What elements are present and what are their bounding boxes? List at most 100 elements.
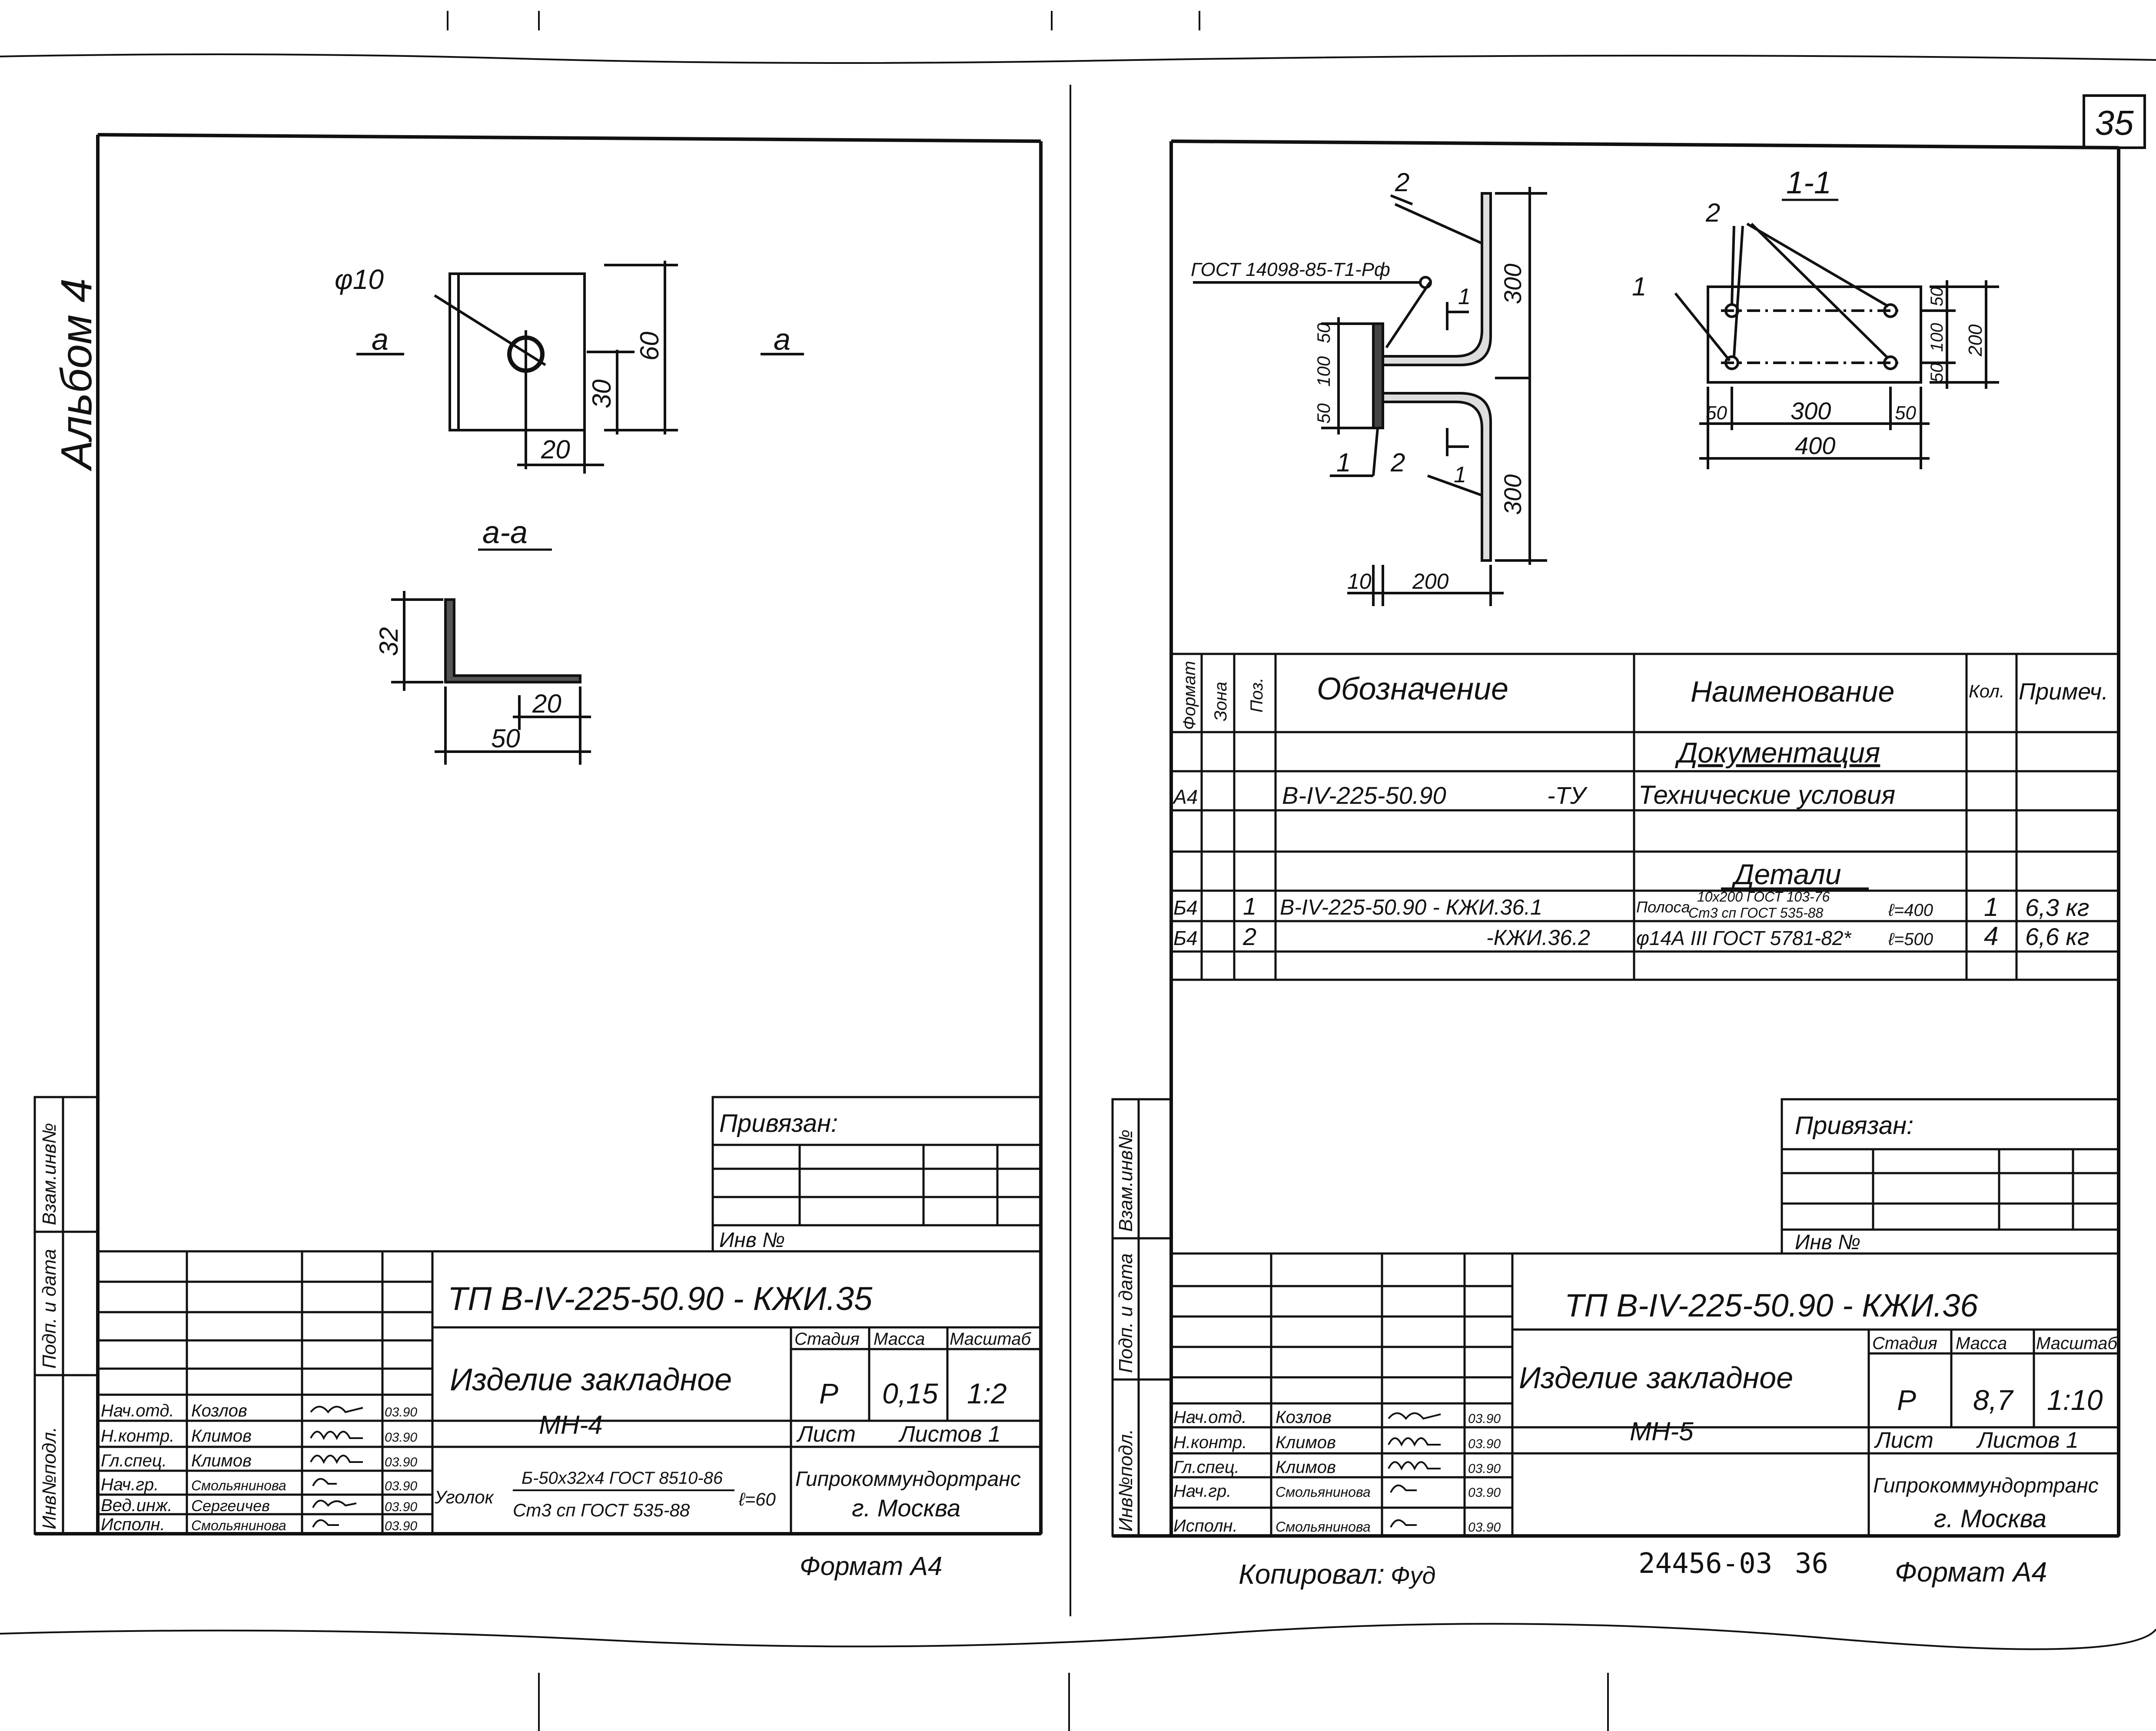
privyazan-label: Привязан: [1795, 1111, 1913, 1140]
person-name: Смольянинова [191, 1478, 286, 1493]
mass-value: 8,7 [1973, 1384, 2014, 1416]
spec-row2-designation: -КЖИ.36.2 [1486, 925, 1590, 950]
person-name: Козлов [1276, 1408, 1332, 1427]
dim-60: 60 [635, 332, 664, 361]
diameter-label: φ10 [335, 264, 384, 295]
scale-value: 1:2 [967, 1377, 1007, 1409]
side-label-podp: Подп. и дата [39, 1249, 60, 1369]
inv-no-label: Инв № [1795, 1231, 1860, 1254]
sheets-total: Листов 1 [898, 1422, 1001, 1447]
section-dim-50-top: 50 [1927, 287, 1947, 307]
role: Исполн. [101, 1515, 165, 1534]
stage-value: Р [819, 1377, 838, 1409]
spec-header-qty: Кол. [1969, 681, 2005, 701]
doc-code: ТП В-IV-225-50.90 - КЖИ.35 [448, 1280, 873, 1317]
side-label-inv: Инв№подл. [1115, 1429, 1136, 1532]
side-label-podp: Подп. и дата [1115, 1253, 1136, 1373]
section-dim-400: 400 [1795, 432, 1835, 459]
section-mark-bottom: 1 [1454, 462, 1466, 487]
dim-30: 30 [587, 379, 616, 408]
person-name: Сергеичев [191, 1497, 270, 1515]
doc-code: ТП В-IV-225-50.90 - КЖИ.36 [1565, 1287, 1978, 1323]
material-length: ℓ=60 [738, 1489, 776, 1509]
person-name: Козлов [191, 1401, 247, 1420]
scale-header: Масштаб [950, 1330, 1031, 1349]
role: Гл.спец. [1173, 1458, 1239, 1477]
stage-header: Стадия [1872, 1334, 1937, 1353]
dim-200: 200 [1412, 569, 1449, 594]
material-type: Уголок [434, 1487, 495, 1507]
date: 03.90 [385, 1430, 417, 1445]
sheet-ref: 36 [1795, 1548, 1828, 1580]
section-title-11: 1-1 [1786, 166, 1831, 200]
role: Нач.отд. [1173, 1408, 1247, 1427]
spec-row-a4-designation: В-IV-225-50.90 [1282, 782, 1446, 809]
role: Нач.гр. [1173, 1482, 1231, 1501]
inv-no-label: Инв № [719, 1229, 785, 1252]
pos-2-top: 2 [1395, 168, 1409, 197]
left-sheet: φ10 а а 60 30 20 а-а 32 20 50 [33, 133, 1043, 1581]
date: 03.90 [1468, 1462, 1501, 1476]
material-steel: Ст3 сп ГОСТ 535-88 [513, 1500, 690, 1520]
pos-2-bottom: 2 [1390, 448, 1405, 477]
format-label: Формат А4 [1895, 1556, 2047, 1588]
person-name: Смольянинова [1276, 1484, 1371, 1500]
spec-row1-name-c: Ст3 сп ГОСТ 535-88 [1688, 905, 1824, 921]
date: 03.90 [1468, 1520, 1501, 1535]
section-pos-1: 1 [1632, 272, 1646, 301]
person-name: Климов [191, 1451, 252, 1470]
side-label-zam: Взам.инв№ [1115, 1130, 1136, 1232]
people-rows: Нач.отд. Козлов 03.90 Н.контр. Климов 03… [1173, 1408, 1501, 1535]
spec-row1-name-b: 10х200 ГОСТ 103-76 [1697, 889, 1830, 905]
view-mark-right: а [774, 322, 791, 356]
role: Вед.инж. [101, 1496, 173, 1515]
role: Нач.гр. [101, 1475, 159, 1494]
specification-table [1170, 653, 2120, 981]
spec-section-docs: Документация [1674, 736, 1880, 769]
scan-edges [0, 11, 2156, 1731]
spec-row2-format: Б4 [1173, 927, 1198, 949]
product-mark: МН-4 [539, 1410, 603, 1439]
scale-value: 1:10 [2047, 1384, 2103, 1416]
material-profile: Б-50х32х4 ГОСТ 8510-86 [522, 1469, 723, 1488]
spec-row-a4-format: А4 [1172, 786, 1198, 808]
plate-section [1674, 222, 1999, 469]
spec-row1-pos: 1 [1243, 892, 1256, 920]
spec-header-pos: Поз. [1247, 678, 1266, 713]
sheet-label: Лист [796, 1422, 856, 1447]
dim-50-a: 50 [1313, 323, 1334, 343]
side-label-zam: Взам.инв№ [39, 1123, 60, 1225]
right-sheet: ГОСТ 14098-85-Т1-Рф 2 1 1 300 300 50 100… [1111, 139, 2120, 1588]
spec-header-format: Формат [1180, 661, 1199, 730]
page-number-box: 35 [2083, 94, 2146, 149]
person-name: Климов [1276, 1458, 1336, 1477]
signatures [310, 1406, 363, 1528]
spec-header-designation: Обозначение [1317, 672, 1508, 706]
dim-100: 100 [1313, 356, 1334, 387]
angle-plan-view [356, 261, 804, 474]
person-name: Климов [191, 1426, 252, 1446]
people-rows: Нач.отд. Козлов 03.90 Н.контр. Климов 03… [101, 1401, 417, 1534]
signatures [1388, 1412, 1441, 1528]
sheets-total: Листов 1 [1976, 1428, 2079, 1453]
section-dim-100: 100 [1927, 323, 1947, 352]
section-mark-top: 1 [1458, 284, 1471, 309]
spec-row1-note: 6,3 кг [2025, 894, 2089, 921]
format-label: Формат А4 [800, 1552, 942, 1581]
spec-row1-name-a: Полоса [1636, 898, 1690, 916]
angle-section [391, 591, 591, 765]
section-dim-50-right: 50 [1895, 402, 1916, 424]
spec-section-details: Детали [1731, 858, 1841, 890]
spec-row1-name-d: ℓ=400 [1888, 901, 1933, 920]
date: 03.90 [1468, 1412, 1501, 1426]
stage-value: Р [1897, 1384, 1916, 1416]
date: 03.90 [385, 1455, 417, 1469]
album-label: Альбом 4 [52, 278, 101, 471]
org-name: Гипрокоммундортранс [1873, 1474, 2099, 1497]
page-number: 35 [2095, 103, 2134, 142]
pos-1-bottom: 1 [1336, 448, 1351, 477]
section-pos-2: 2 [1705, 198, 1720, 227]
section-dim-50-left: 50 [1706, 402, 1727, 424]
embedded-plate-elevation [1193, 187, 1547, 606]
product-title: Изделие закладное [450, 1363, 732, 1397]
